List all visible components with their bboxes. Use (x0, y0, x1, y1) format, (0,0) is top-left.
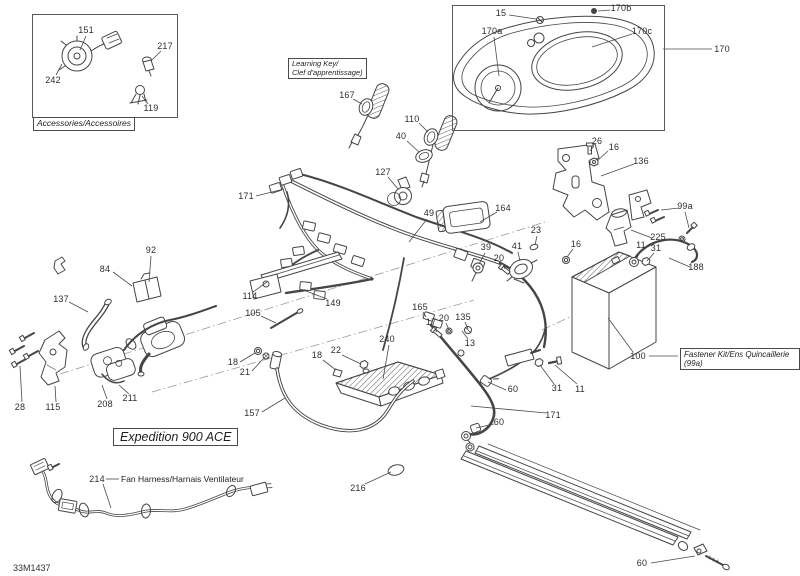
callout-22: 22 (330, 345, 342, 355)
solenoid-drawing (472, 243, 570, 283)
callout-17: 17 (425, 317, 437, 327)
callout-21: 21 (239, 367, 251, 377)
callout-214: 214 (89, 474, 105, 484)
leader-lines (20, 10, 712, 563)
callout-217: 217 (157, 41, 173, 51)
model-label: Expedition 900 ACE (113, 428, 239, 447)
callout-40: 40 (395, 131, 407, 141)
grommet-drawing (387, 463, 405, 477)
callout-211: 211 (122, 393, 138, 403)
handlebar-cluster-drawing (9, 257, 216, 386)
callout-127: 127 (375, 167, 391, 177)
callout-242: 242 (45, 75, 61, 85)
callout-105: 105 (245, 308, 261, 318)
callout-84: 84 (99, 264, 111, 274)
callout-137: 137 (53, 294, 69, 304)
callout-31: 31 (650, 243, 662, 253)
callout-136: 136 (633, 156, 649, 166)
accessory-plug-drawing (143, 57, 155, 76)
callout-16: 16 (608, 142, 620, 152)
callout-165: 165 (412, 302, 428, 312)
callout-26: 26 (591, 136, 603, 146)
callout-99a: 99a (677, 201, 693, 211)
label-connector-lines (106, 356, 678, 479)
callout-23: 23 (530, 225, 542, 235)
battery-drawing (572, 252, 656, 369)
bulb-socket-drawing (130, 86, 147, 105)
callout-151: 151 (78, 25, 94, 35)
callout-157: 157 (244, 408, 260, 418)
callout-31: 31 (551, 383, 563, 393)
callout-18: 18 (311, 350, 323, 360)
callout-225: 225 (650, 232, 666, 242)
learning-key-label-line1: Learning Key/ (292, 59, 339, 68)
bracket-drawing (553, 143, 609, 220)
callout-60: 60 (636, 558, 648, 568)
tether-key-drawing (414, 114, 459, 187)
callout-15: 15 (495, 8, 507, 18)
callout-114: 114 (242, 291, 258, 301)
callout-100: 100 (630, 351, 646, 361)
callout-28: 28 (14, 402, 26, 412)
fan-harness-drawing (30, 458, 273, 518)
callout-115: 115 (45, 402, 61, 412)
callout-240: 240 (379, 334, 395, 344)
callout-188: 188 (688, 262, 704, 272)
accessories-label: Accessories/Accessoires (33, 117, 136, 131)
callout-110: 110 (404, 114, 420, 124)
heat-strip-drawing (461, 443, 730, 571)
battery-cable-drawing (630, 240, 698, 267)
fastener-kit-label: Fastener Kit/Ens Quincaillerie (99a) (680, 348, 800, 371)
relay-drawing (133, 273, 161, 302)
cable-157-drawing (270, 351, 413, 431)
construction-lines (60, 222, 574, 392)
callout-149: 149 (325, 298, 341, 308)
dess-post-drawing (388, 177, 412, 206)
frame-rail-drawing (250, 252, 342, 299)
learning-key-label: Learning Key/ Clef d'apprentissage) (288, 58, 367, 80)
callout-170: 170 (714, 44, 730, 54)
callout-16: 16 (570, 239, 582, 249)
callout-13: 13 (464, 338, 476, 348)
gauge-cluster-frame (452, 5, 665, 131)
callout-18: 18 (227, 357, 239, 367)
fan-harness-label: Fan Harness/Harnais Ventilateur (121, 474, 244, 484)
sheet-code: 33M1437 (13, 563, 51, 573)
callout-170a: 170a (481, 26, 503, 36)
learning-key-drawing (349, 82, 391, 148)
callout-60: 60 (507, 384, 519, 394)
callout-170b: 170b (610, 3, 632, 13)
battery-mount-drawing (606, 190, 697, 246)
lower-hose-drawing (430, 325, 561, 449)
callout-60: 60 (493, 417, 505, 427)
callout-216: 216 (350, 483, 366, 493)
learning-key-label-line2: Clef d'apprentissage) (292, 67, 363, 77)
callout-119: 119 (143, 103, 159, 113)
callout-92: 92 (145, 245, 157, 255)
callout-41: 41 (511, 241, 523, 251)
callout-170c: 170c (631, 26, 653, 36)
callout-171: 171 (238, 191, 254, 201)
callout-171: 171 (545, 410, 561, 420)
callout-49: 49 (423, 208, 435, 218)
callout-11: 11 (636, 240, 646, 250)
callout-167: 167 (339, 90, 355, 100)
callout-20: 20 (493, 253, 505, 263)
regulator-module-drawing (255, 348, 446, 407)
alternator-drawing (59, 31, 122, 71)
callout-39: 39 (480, 242, 492, 252)
callout-135: 135 (455, 312, 471, 322)
callout-20: 20 (438, 313, 450, 323)
gauge-cluster-drawing (454, 9, 655, 115)
callout-208: 208 (97, 399, 113, 409)
ecm-drawing (435, 201, 490, 235)
callout-164: 164 (495, 203, 511, 213)
callout-11: 11 (575, 384, 585, 394)
